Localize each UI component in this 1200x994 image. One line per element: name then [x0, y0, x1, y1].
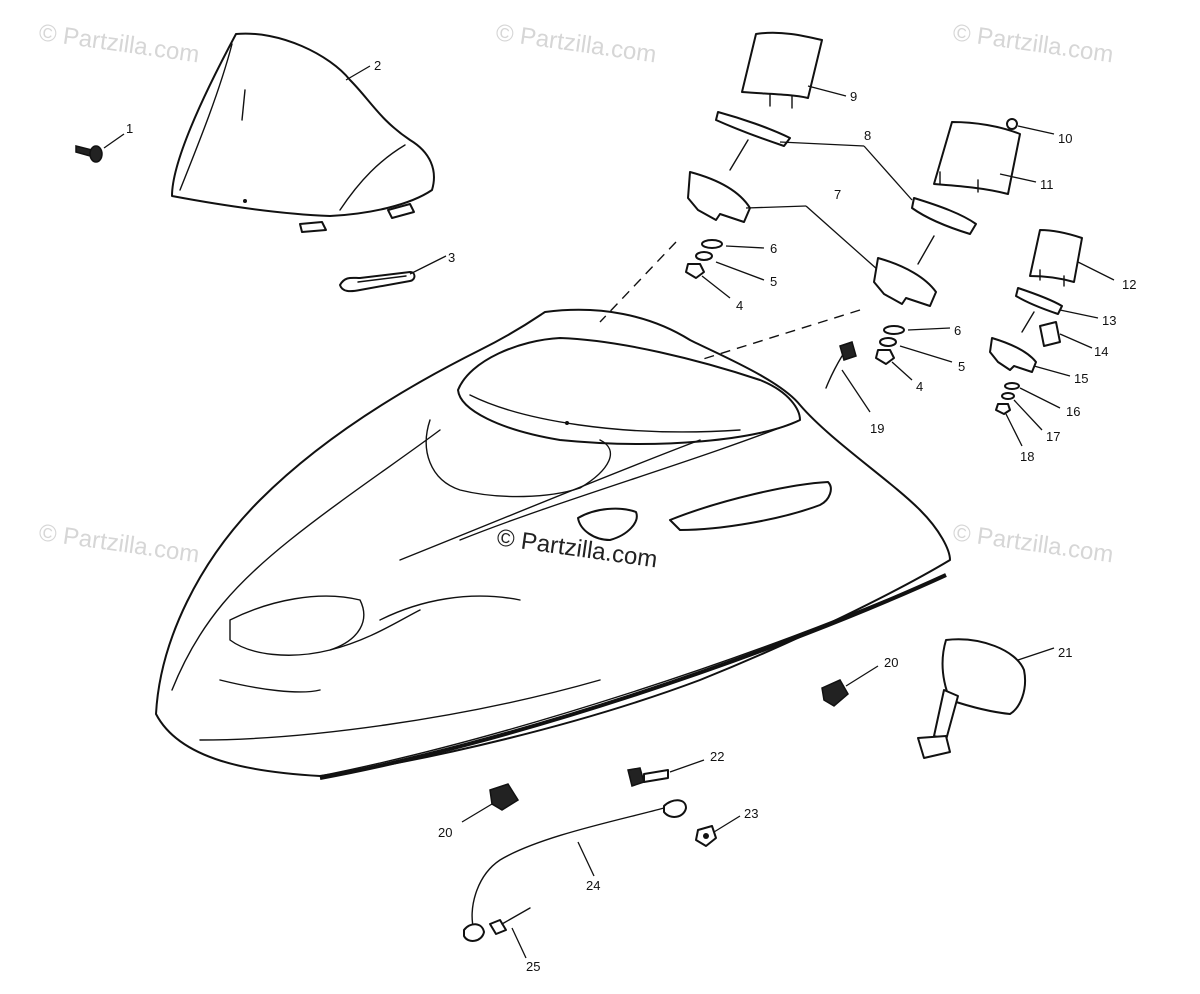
callout-number: 10	[1058, 131, 1072, 146]
washer-right-part[interactable]	[883, 325, 951, 335]
lockwasher-left-part[interactable]	[695, 251, 765, 281]
callout-number: 12	[1122, 277, 1136, 292]
watermark: © Partzilla.com	[494, 19, 658, 68]
gauge-small-part[interactable]	[1029, 229, 1115, 287]
callout-number: 5	[958, 359, 965, 374]
nut-left-part[interactable]	[685, 263, 731, 299]
gauge-housing-left-part[interactable]	[687, 171, 879, 271]
handle-rail-part[interactable]	[339, 255, 447, 293]
callout-number: 16	[1066, 404, 1080, 419]
watermark: © Partzilla.com	[951, 19, 1115, 68]
callout-number: 7	[834, 187, 841, 202]
callout-number: 8	[864, 128, 871, 143]
connector-part[interactable]	[825, 341, 871, 413]
callout-number: 4	[736, 298, 743, 313]
callout-number: 21	[1058, 645, 1072, 660]
callout-number: 13	[1102, 313, 1116, 328]
gauge-ring-small-part[interactable]	[1015, 287, 1099, 319]
callout-number: 11	[1040, 177, 1054, 192]
tether-cable-part[interactable]	[463, 799, 687, 942]
callout-number: 15	[1074, 371, 1088, 386]
gauge-ring-left-part[interactable]	[715, 111, 913, 201]
gauge-housing-small-part[interactable]	[989, 337, 1071, 377]
screw-10-part[interactable]	[1006, 118, 1055, 135]
callout-number: 6	[954, 323, 961, 338]
callout-number: 1	[126, 121, 133, 136]
push-rivet-part[interactable]	[75, 133, 125, 163]
callout-number: 5	[770, 274, 777, 289]
alignment-line	[599, 241, 677, 323]
watermark: © Partzilla.com	[37, 19, 201, 68]
watermark: © Partzilla.com	[951, 519, 1115, 568]
callout-number: 3	[448, 250, 455, 265]
mirror-part[interactable]	[917, 638, 1055, 759]
callout-number: 19	[870, 421, 884, 436]
nut-small-part[interactable]	[995, 403, 1023, 447]
callout-number: 20	[884, 655, 898, 670]
gauge-right-part[interactable]	[933, 121, 1037, 195]
hood-assembly: © Partzilla.com	[155, 308, 951, 780]
callout-number: 6	[770, 241, 777, 256]
callout-number: 23	[744, 806, 758, 821]
grommet-right-part[interactable]	[821, 665, 879, 707]
callout-number: 25	[526, 959, 540, 974]
alignment-line	[699, 309, 861, 361]
gauge-housing-right-part[interactable]	[873, 257, 937, 307]
callout-number: 17	[1046, 429, 1060, 444]
nut-right-part[interactable]	[875, 349, 913, 381]
callout-number: 2	[374, 58, 381, 73]
nut-23-part[interactable]	[695, 815, 741, 847]
bulb-part[interactable]	[1039, 321, 1093, 349]
windshield-part[interactable]	[171, 32, 435, 233]
gauge-ring-right-part[interactable]	[911, 197, 977, 235]
callouts: 1 2 3 4 5 6 7 8 9 10 11 12 13 6 5 4 14 1…	[126, 58, 1136, 974]
callout-number: 9	[850, 89, 857, 104]
watermark: © Partzilla.com	[37, 519, 201, 568]
washer-left-part[interactable]	[701, 239, 765, 249]
callout-number: 14	[1094, 344, 1108, 359]
callout-number: 24	[586, 878, 600, 893]
callout-number: 20	[438, 825, 452, 840]
washer-small-part[interactable]	[1004, 382, 1061, 409]
lockwasher-right-part[interactable]	[879, 337, 953, 363]
bolt-part[interactable]	[627, 759, 705, 787]
lockwasher-small-part[interactable]	[1001, 392, 1043, 431]
callout-number: 18	[1020, 449, 1034, 464]
callout-number: 22	[710, 749, 724, 764]
rivet-part[interactable]	[489, 907, 531, 959]
gauge-left-part[interactable]	[741, 31, 847, 109]
callout-number: 4	[916, 379, 923, 394]
grommet-left-part[interactable]	[461, 783, 520, 823]
